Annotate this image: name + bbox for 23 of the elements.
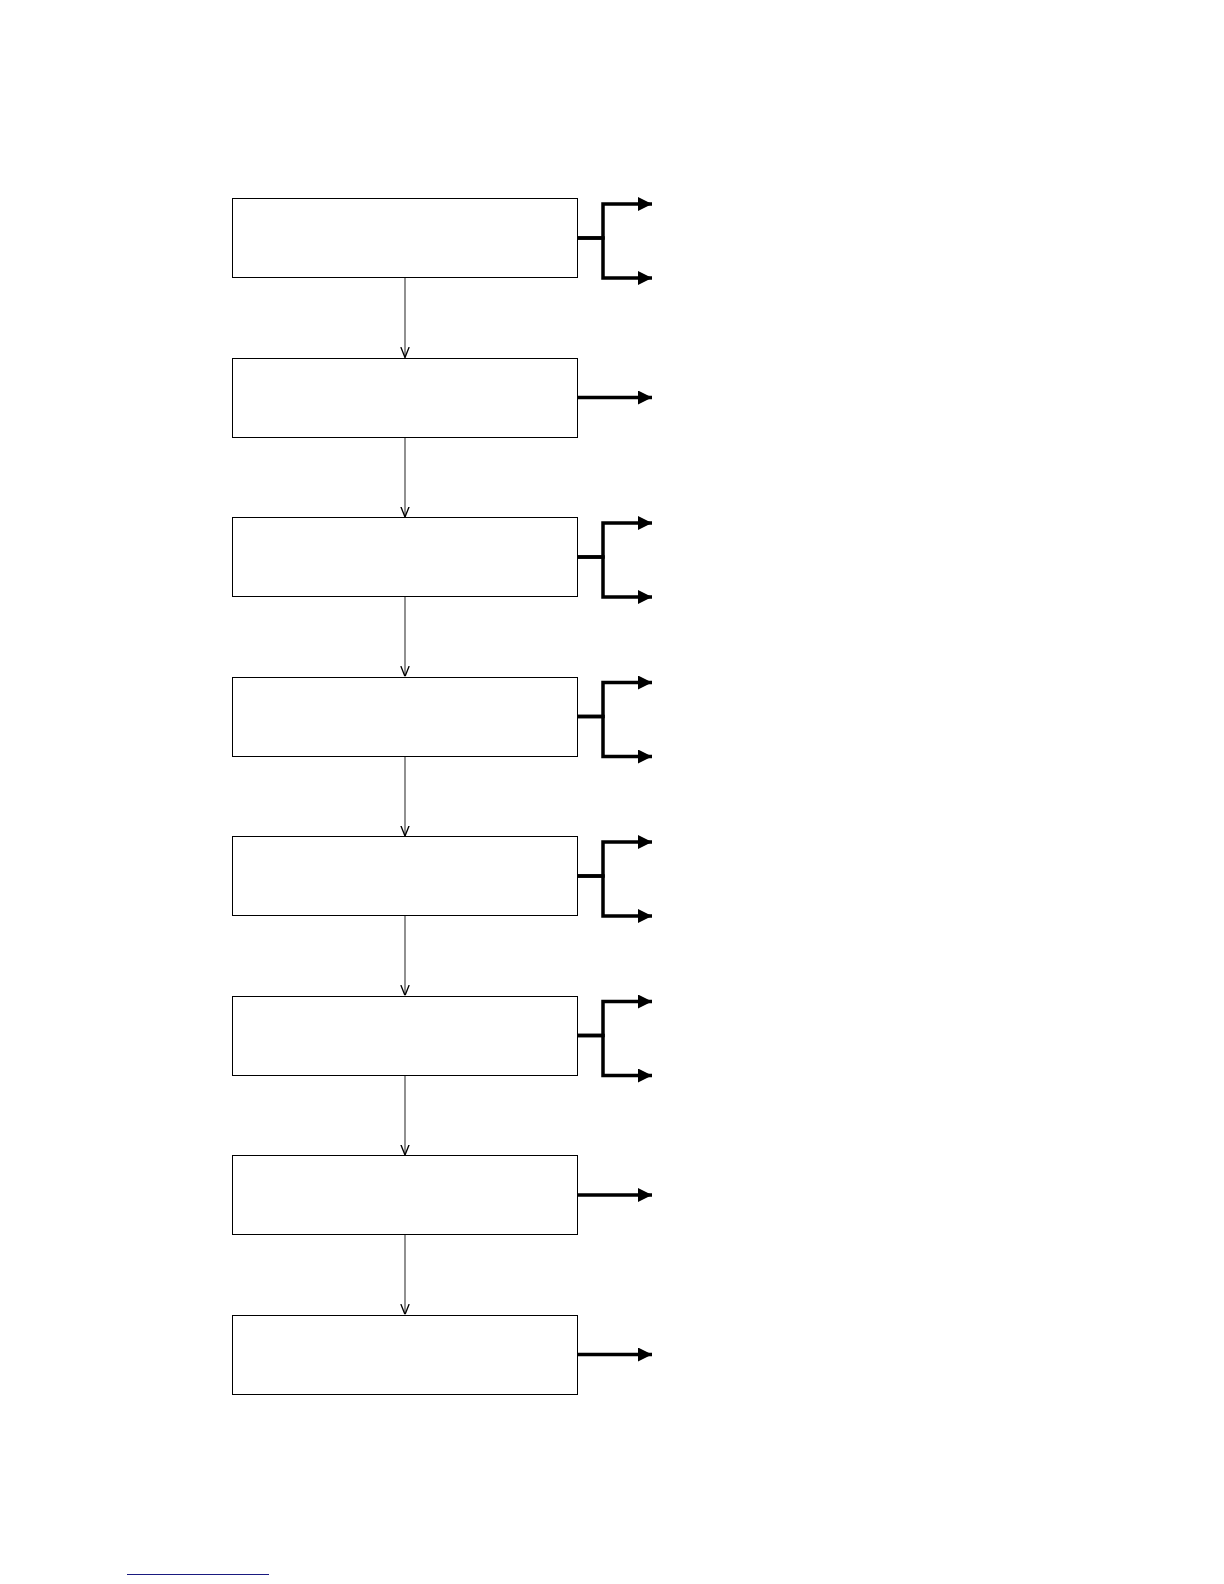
process-box xyxy=(232,517,578,597)
process-box xyxy=(232,676,578,757)
arrow xyxy=(578,714,652,764)
arrow xyxy=(578,1033,652,1083)
arrow xyxy=(400,596,410,678)
arrow xyxy=(400,436,410,518)
arrow xyxy=(578,390,652,405)
process-box xyxy=(232,995,578,1076)
arrow xyxy=(400,755,410,837)
process-box xyxy=(232,357,578,438)
arrow xyxy=(578,1188,652,1202)
process-box xyxy=(232,1155,578,1235)
arrow xyxy=(400,277,410,359)
arrow xyxy=(578,236,652,285)
process-box xyxy=(232,836,578,916)
arrow xyxy=(400,1074,410,1156)
arrow xyxy=(400,915,410,997)
process-box xyxy=(232,1314,578,1395)
arrow xyxy=(400,1234,410,1316)
arrow xyxy=(578,1347,652,1362)
arrow xyxy=(578,555,652,604)
process-box xyxy=(232,198,578,278)
arrow xyxy=(578,874,652,923)
